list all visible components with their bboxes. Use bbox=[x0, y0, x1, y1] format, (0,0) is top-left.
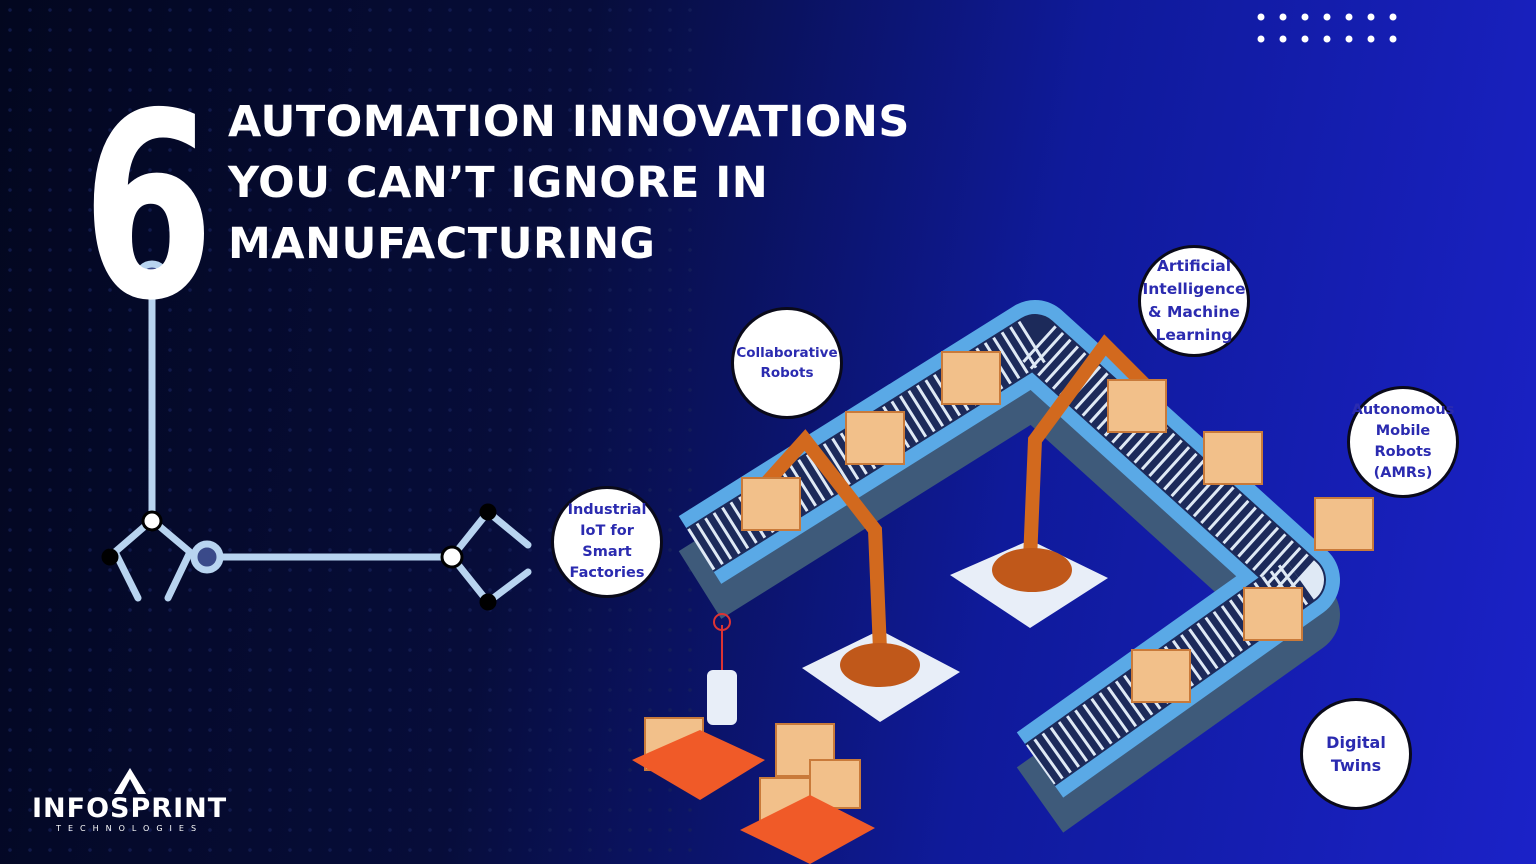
amr-carts bbox=[632, 613, 875, 864]
brand-name: INFOSPRINT bbox=[32, 793, 228, 824]
bubble-label: Collaborative Robots bbox=[736, 345, 838, 381]
logo-arrow-icon bbox=[113, 768, 146, 794]
brand-tagline: TECHNOLOGIES bbox=[56, 824, 204, 833]
brand-logo: INFOSPRINT TECHNOLOGIES bbox=[32, 768, 227, 834]
bubble-label: Industrial IoT for Smart Factories bbox=[567, 502, 647, 581]
bubble-ai-ml: Artificial Intelligence & Machine Learni… bbox=[1138, 245, 1250, 357]
decorative-dots bbox=[1257, 13, 1397, 43]
title-line: AUTOMATION INNOVATIONS bbox=[228, 97, 910, 147]
bubble-industrial-iot: Industrial IoT for Smart Factories bbox=[551, 486, 663, 598]
title-line: MANUFACTURING bbox=[228, 219, 656, 269]
bubble-digital-twins: Digital Twins bbox=[1300, 698, 1412, 810]
bubble-label: Autonomous Mobile Robots (AMRs) bbox=[1351, 402, 1455, 481]
boxes bbox=[644, 351, 1374, 831]
robot-arm bbox=[753, 334, 1167, 657]
headline-number: 6 bbox=[82, 58, 215, 357]
title-line: YOU CAN’T IGNORE IN bbox=[228, 158, 769, 208]
background-dot-pattern bbox=[0, 0, 700, 864]
bubble-label: Artificial Intelligence & Machine Learni… bbox=[1142, 257, 1246, 344]
bubble-collaborative-robots: Collaborative Robots bbox=[731, 307, 843, 419]
bubble-label: Digital Twins bbox=[1326, 733, 1386, 775]
page-title: AUTOMATION INNOVATIONS YOU CAN’T IGNORE … bbox=[228, 92, 910, 275]
bubble-amrs: Autonomous Mobile Robots (AMRs) bbox=[1347, 386, 1459, 498]
